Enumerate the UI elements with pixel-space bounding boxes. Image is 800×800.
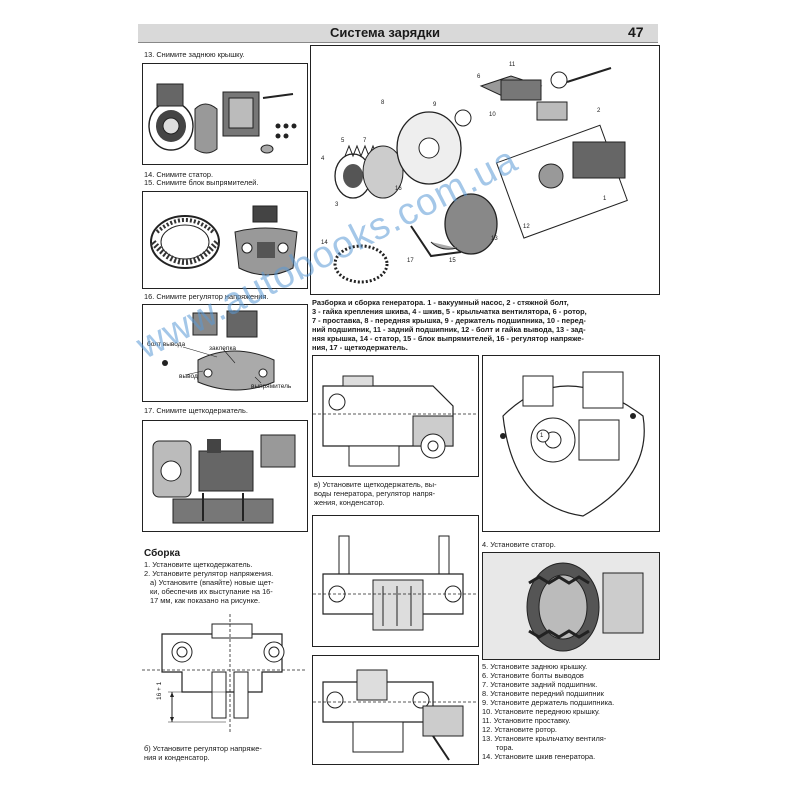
assembly-step-1: 1. Установите щеткодержатель. bbox=[144, 560, 253, 569]
final-step-7: 7. Установите задний подшипник. bbox=[482, 680, 598, 689]
exploded-caption-line6: ния, 17 - щеткодержатель. bbox=[312, 343, 408, 352]
final-step-14: 14. Установите шкив генератора. bbox=[482, 752, 596, 761]
dimension-label: 16 + 1 bbox=[156, 681, 163, 700]
circle-marker: 1 bbox=[540, 433, 544, 439]
figure-install-terminals bbox=[312, 515, 479, 647]
part-number-14: 14 bbox=[321, 240, 328, 246]
figure-brush-holder bbox=[142, 420, 308, 532]
step-v-line1: в) Установите щеткодержатель, вы- bbox=[314, 480, 437, 489]
final-step-11: 11. Установите проставку. bbox=[482, 716, 571, 725]
final-step-13-line1: 13. Установите крыльчатку вентиля- bbox=[482, 734, 607, 743]
figure-install-stator bbox=[482, 552, 660, 660]
part-number-7: 7 bbox=[363, 138, 367, 144]
exploded-caption-line2: 3 - гайка крепления шкива, 4 - шкив, 5 -… bbox=[312, 307, 587, 316]
part-number-10: 10 bbox=[489, 112, 496, 118]
part-number-5: 5 bbox=[341, 138, 345, 144]
step-b-line1: б) Установите регулятор напряже- bbox=[144, 744, 262, 753]
label-latch: заклепка bbox=[209, 345, 237, 352]
part-number-16: 16 bbox=[395, 186, 402, 192]
step-4-text: 4. Установите статор. bbox=[482, 540, 556, 549]
part-number-12: 12 bbox=[523, 224, 530, 230]
exploded-caption-line1: Разборка и сборка генератора. 1 - вакуум… bbox=[312, 298, 569, 307]
part-number-9: 9 bbox=[433, 102, 437, 108]
label-bolt: болт вывода bbox=[147, 341, 186, 348]
assembly-step-2a-line3: 17 мм, как показано на рисунке. bbox=[150, 596, 261, 605]
figure-stator-rectifier bbox=[142, 191, 308, 289]
part-number-3: 3 bbox=[335, 202, 339, 208]
assembly-step-2: 2. Установите регулятор напряжения. bbox=[144, 569, 274, 578]
step-13-text: 13. Снимите заднюю крышку. bbox=[144, 50, 245, 59]
part-number-17: 17 bbox=[407, 258, 414, 264]
label-output: вывод bbox=[179, 373, 198, 380]
step-14-text: 14. Снимите статор. bbox=[144, 170, 214, 179]
figure-install-capacitor bbox=[312, 655, 479, 765]
figure-brush-dimension: 16 + 1 bbox=[142, 610, 306, 736]
page-number: 47 bbox=[628, 24, 644, 40]
step-17-text: 17. Снимите щеткодержатель. bbox=[144, 406, 248, 415]
part-number-2: 2 bbox=[597, 108, 601, 114]
final-step-12: 12. Установите ротор. bbox=[482, 725, 557, 734]
assembly-step-2a-line1: а) Установите (впаяйте) новые щет- bbox=[150, 578, 274, 587]
final-step-8: 8. Установите передний подшипник bbox=[482, 689, 604, 698]
final-step-10: 10. Установите переднюю крышку. bbox=[482, 707, 600, 716]
exploded-caption-line3: 7 - проставка, 8 - передняя крышка, 9 - … bbox=[312, 316, 586, 325]
exploded-caption-line5: няя крышка, 14 - статор, 15 - блок выпря… bbox=[312, 334, 584, 343]
figure-rear-cover bbox=[142, 63, 308, 165]
step-v-line3: жения, конденсатор. bbox=[314, 498, 385, 507]
header-bar bbox=[138, 24, 658, 43]
part-number-11: 11 bbox=[509, 62, 516, 68]
assembly-step-2a-line2: ки, обеспечив их выступание на 16- bbox=[150, 587, 273, 596]
part-number-8: 8 bbox=[381, 100, 385, 106]
final-step-5: 5. Установите заднюю крышку. bbox=[482, 662, 588, 671]
figure-install-brush-holder bbox=[312, 355, 479, 477]
step-16-text: 16. Снимите регулятор напряжения. bbox=[144, 292, 269, 301]
part-number-6: 6 bbox=[477, 74, 481, 80]
part-number-13: 13 bbox=[491, 236, 498, 242]
exploded-caption-line4: ний подшипник, 11 - задний подшипник, 12… bbox=[312, 325, 586, 334]
label-rectifier: выпрямитель bbox=[251, 383, 292, 390]
part-number-15: 15 bbox=[449, 258, 456, 264]
step-b-line2: ния и конденсатор. bbox=[144, 753, 210, 762]
step-15-text: 15. Снимите блок выпрямителей. bbox=[144, 178, 259, 187]
final-step-13-line2: тора. bbox=[496, 743, 514, 752]
final-step-9: 9. Установите держатель подшипника. bbox=[482, 698, 615, 707]
figure-rectifier-assembly: 1 bbox=[482, 355, 660, 532]
part-number-4: 4 bbox=[321, 156, 325, 162]
final-step-6: 6. Установите болты выводов bbox=[482, 671, 584, 680]
figure-exploded-view: 1 2 3 4 5 6 7 8 9 10 11 12 13 14 15 16 1… bbox=[310, 45, 660, 295]
figure-regulator: болт вывода заклепка вывод выпрямитель bbox=[142, 304, 308, 402]
part-number-1: 1 bbox=[603, 196, 607, 202]
step-v-line2: воды генератора, регулятор напря- bbox=[314, 489, 436, 498]
page-title: Система зарядки bbox=[330, 25, 440, 40]
assembly-heading: Сборка bbox=[144, 548, 181, 559]
